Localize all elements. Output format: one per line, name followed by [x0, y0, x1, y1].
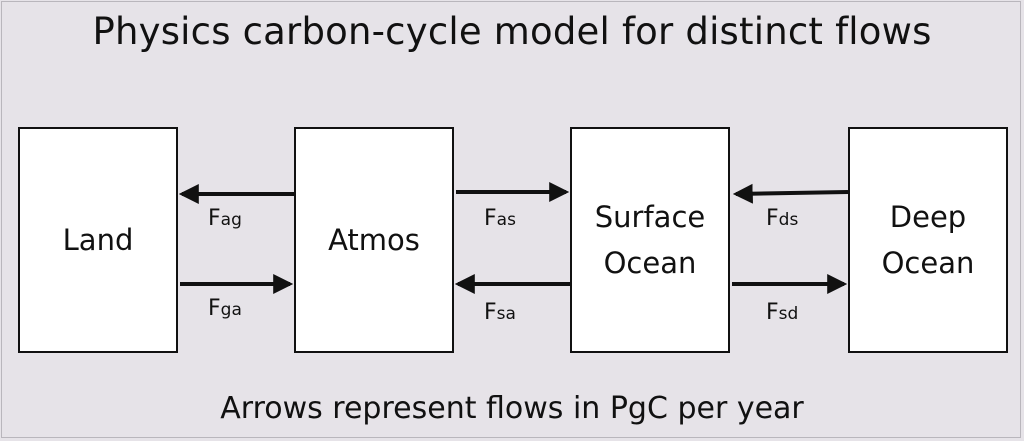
- flow-label-fga: Fga: [208, 296, 242, 321]
- diagram-footer: Arrows represent flows in PgC per year: [220, 391, 804, 426]
- arrow-fds: [732, 183, 849, 204]
- flow-label-fds: Fds: [766, 206, 799, 231]
- land-box: Land: [18, 127, 178, 353]
- atmos-box: Atmos: [294, 127, 454, 353]
- flow-label-fsd: Fsd: [766, 300, 799, 325]
- deep-ocean-box: Deep Ocean: [848, 127, 1008, 353]
- flow-label-fas: Fas: [484, 206, 516, 231]
- diagram-title: Physics carbon-cycle model for distinct …: [92, 10, 932, 53]
- flow-label-fsa: Fsa: [484, 300, 516, 325]
- flow-label-fag: Fag: [208, 206, 242, 231]
- surface-ocean-box: Surface Ocean: [570, 127, 730, 353]
